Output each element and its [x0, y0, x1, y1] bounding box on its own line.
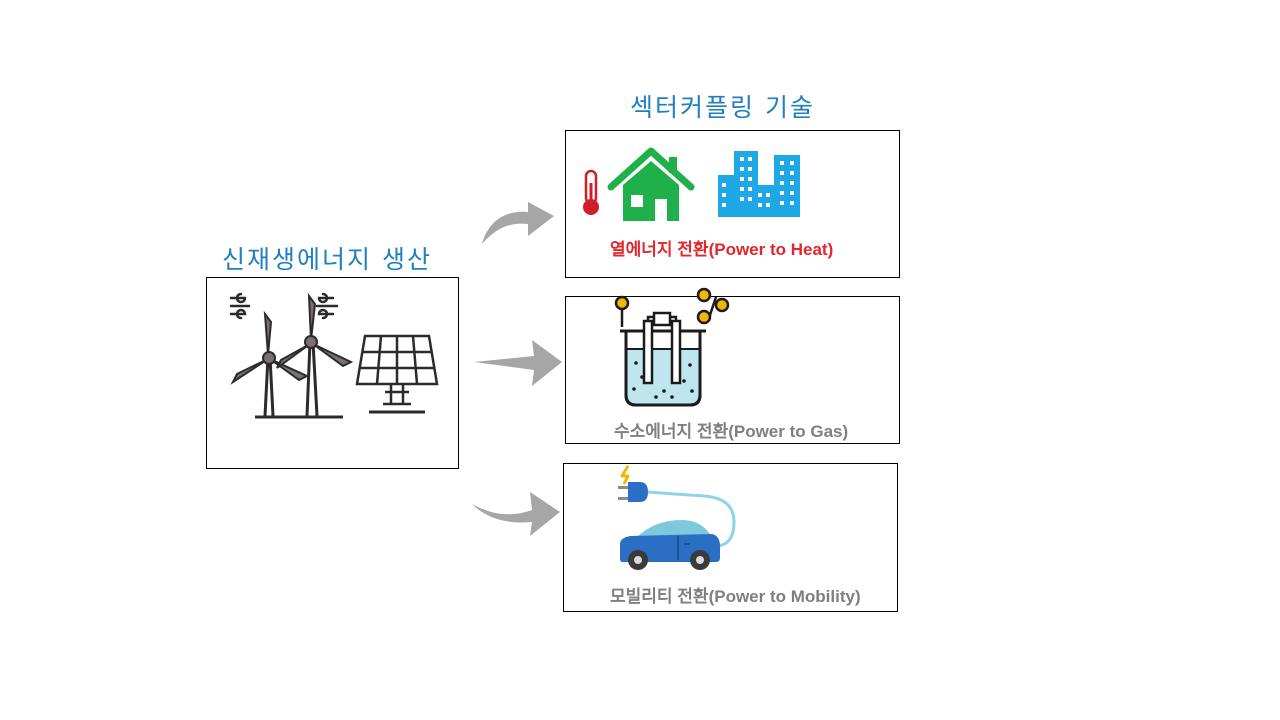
power-to-heat-label: 열에너지 전환(Power to Heat): [610, 240, 834, 259]
power-to-heat-box: 열에너지 전환(Power to Heat): [565, 130, 900, 278]
sector-coupling-title: 섹터커플링 기술: [630, 93, 815, 122]
power-to-gas-label: 수소에너지 전환(Power to Gas): [614, 422, 849, 441]
charging-plug-icon: [618, 465, 736, 548]
power-to-mobility-label: 모빌리티 전환(Power to Mobility): [610, 587, 861, 606]
arrow-to-mobility-icon: [472, 492, 560, 536]
wind-turbine-icon: [229, 292, 354, 419]
electric-car-icon: [620, 520, 720, 570]
house-icon: [607, 147, 695, 221]
solar-panel-icon: [355, 334, 439, 414]
power-to-mobility-box: 모빌리티 전환(Power to Mobility): [563, 463, 898, 612]
arrow-to-gas-icon: [474, 340, 562, 386]
thermometer-icon: [583, 169, 599, 215]
arrow-to-heat-icon: [482, 202, 554, 244]
power-to-gas-box: 수소에너지 전환(Power to Gas): [565, 287, 900, 444]
renewable-production-title: 신재생에너지 생산: [222, 245, 432, 274]
electrolysis-beaker-icon: [614, 287, 730, 407]
buildings-icon: [718, 151, 800, 217]
renewable-production-box: [206, 277, 459, 469]
